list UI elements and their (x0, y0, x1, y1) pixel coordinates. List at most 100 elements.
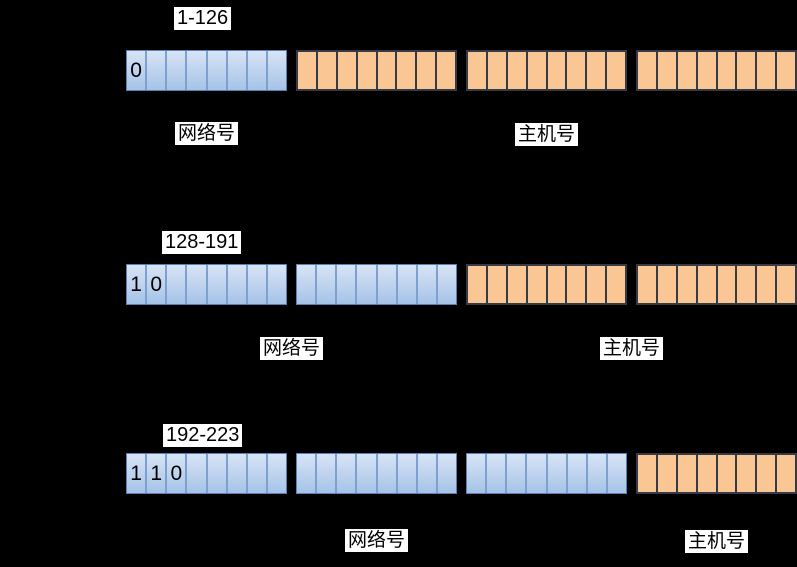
bit-cell (487, 52, 508, 89)
bit-cell (298, 52, 318, 89)
network-octet: 0 (126, 50, 287, 91)
bit-cell (227, 51, 248, 90)
bit-cell (207, 51, 228, 90)
bit-cell (397, 52, 418, 89)
bit-cell (507, 454, 528, 493)
bit-cell (607, 266, 625, 303)
bit-cell (247, 265, 268, 304)
network-octet (466, 453, 627, 494)
bit-cell (417, 265, 438, 304)
bit-cell (147, 51, 168, 90)
bit-cell (638, 455, 658, 492)
bit-cell (677, 266, 698, 303)
bit-cell (467, 454, 488, 493)
host-octet (296, 50, 457, 91)
bit-cell (487, 454, 508, 493)
bit-cell (227, 265, 248, 304)
bit-cell (187, 51, 208, 90)
bit-cell (337, 454, 358, 493)
network-caption: 网络号 (126, 529, 627, 552)
bit-cell (417, 52, 438, 89)
bit-cell (357, 454, 378, 493)
bit-cell (468, 266, 488, 303)
bit-cell: 0 (167, 454, 188, 493)
bit-cell (677, 455, 698, 492)
bit-cell (527, 454, 548, 493)
bit-cell (317, 52, 338, 89)
bit-cell (227, 454, 248, 493)
bit-cell: 1 (147, 454, 168, 493)
host-octet (636, 50, 797, 91)
host-caption: 主机号 (466, 337, 797, 360)
bit-cell (567, 266, 588, 303)
range-label: 192-223 (163, 424, 243, 447)
bit-cell (638, 52, 658, 89)
bit-cell: 0 (147, 265, 168, 304)
bit-cell (737, 455, 758, 492)
bit-cell (677, 52, 698, 89)
bit-cell (527, 52, 548, 89)
host-octet (466, 264, 627, 305)
bit-cell (757, 455, 778, 492)
host-octet (636, 453, 797, 494)
bit-cell (757, 266, 778, 303)
bit-cell: 0 (127, 51, 148, 90)
network-octet (296, 453, 457, 494)
bit-cell (357, 265, 378, 304)
bit-cell (357, 52, 378, 89)
bit-cell (567, 454, 588, 493)
bit-cell (547, 52, 568, 89)
bit-cell (247, 51, 268, 90)
bit-cell (777, 52, 795, 89)
bit-cell (397, 454, 418, 493)
bit-cell (377, 265, 398, 304)
bit-cell (547, 266, 568, 303)
bit-cell (437, 52, 455, 89)
bit-cell (757, 52, 778, 89)
host-octet (466, 50, 627, 91)
bit-cell (587, 266, 608, 303)
network-octet (296, 264, 457, 305)
bit-cell (187, 265, 208, 304)
bit-cell (437, 454, 456, 493)
bit-cell (507, 266, 528, 303)
bit-cell (417, 454, 438, 493)
bit-cell (487, 266, 508, 303)
bit-bar: 0 (126, 50, 797, 91)
host-caption: 主机号 (296, 123, 797, 146)
bit-cell (207, 265, 228, 304)
bit-cell (247, 454, 268, 493)
bit-cell (547, 454, 568, 493)
bit-cell (717, 266, 738, 303)
bit-cell (207, 454, 228, 493)
host-caption: 主机号 (636, 530, 797, 553)
bit-cell (638, 266, 658, 303)
bit-cell (607, 454, 626, 493)
bit-cell (317, 454, 338, 493)
bit-cell (697, 52, 718, 89)
bit-cell (607, 52, 625, 89)
bit-cell (657, 455, 678, 492)
bit-cell (737, 266, 758, 303)
bit-cell (397, 265, 418, 304)
bit-cell (468, 52, 488, 89)
range-label: 128-191 (162, 231, 242, 254)
bit-cell (657, 52, 678, 89)
host-caption-label: 主机号 (684, 530, 748, 553)
network-caption-label: 网络号 (174, 122, 238, 145)
range-label: 1-126 (174, 7, 232, 30)
bit-cell (297, 265, 318, 304)
network-caption-label: 网络号 (344, 529, 408, 552)
bit-cell (167, 51, 188, 90)
host-octet (636, 264, 797, 305)
bit-cell (167, 265, 188, 304)
bit-cell (697, 455, 718, 492)
bit-cell: 1 (127, 265, 148, 304)
bit-cell (567, 52, 588, 89)
